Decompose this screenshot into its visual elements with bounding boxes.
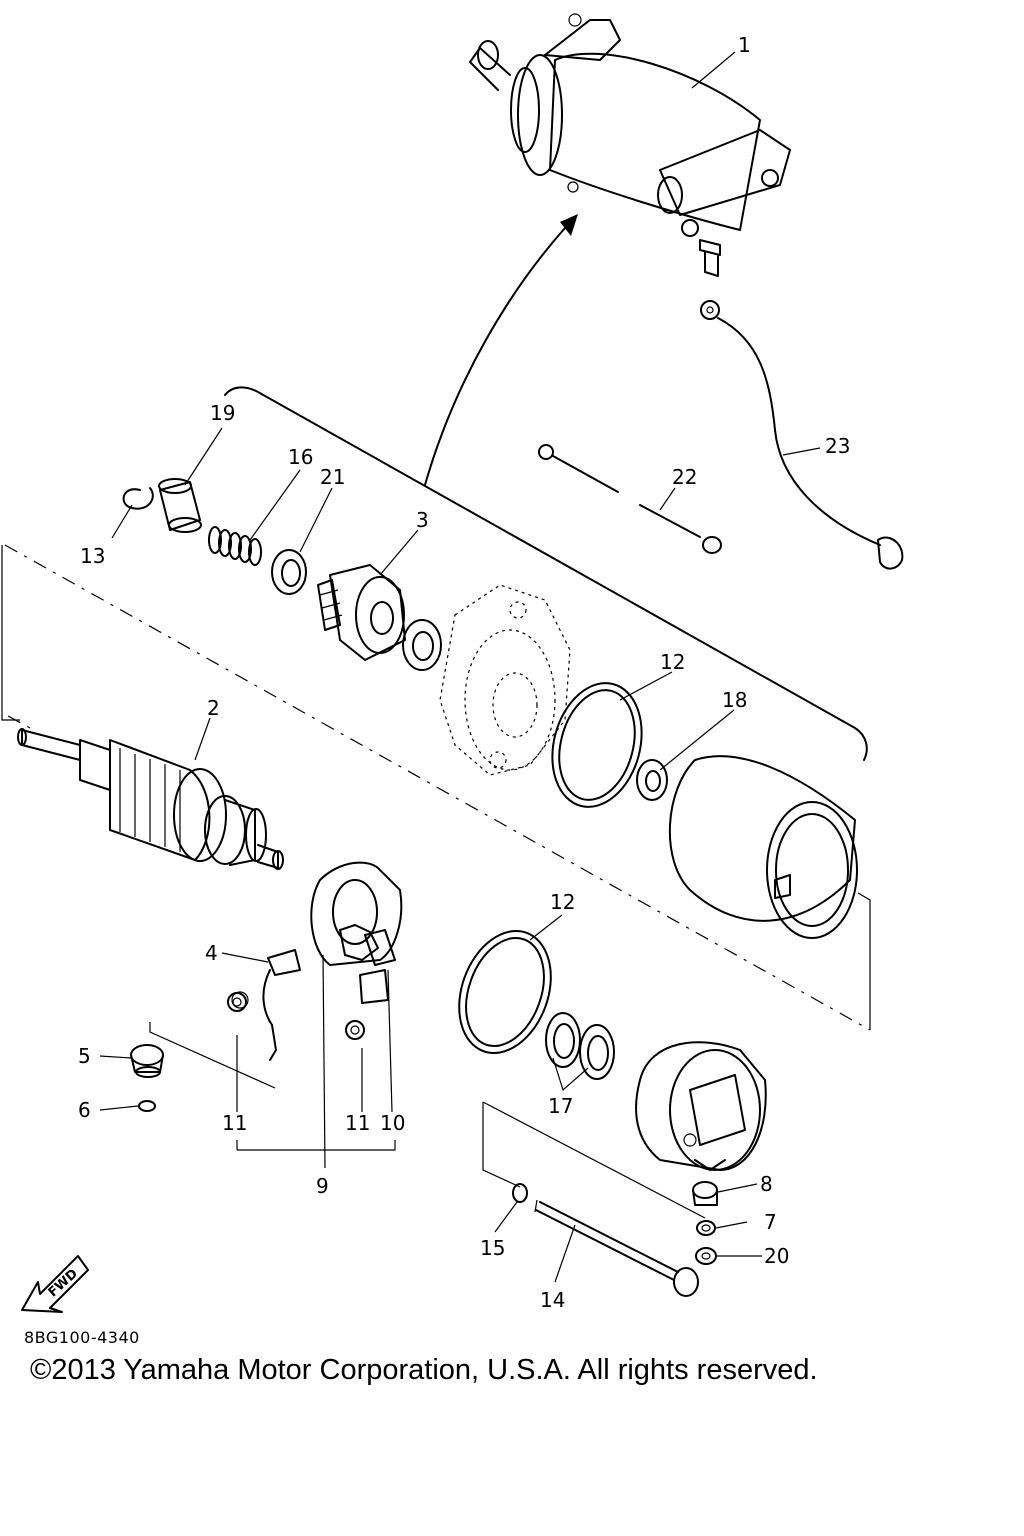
nut-20 — [695, 1247, 717, 1265]
callout-20: 20 — [764, 1244, 789, 1268]
screw-washers-11 — [227, 992, 365, 1040]
callout-12-lower: 12 — [550, 890, 575, 914]
callout-6: 6 — [78, 1098, 91, 1122]
washer-small — [402, 619, 442, 671]
copyright-notice: ©2013 Yamaha Motor Corporation, U.S.A. A… — [30, 1354, 818, 1386]
callout-14: 14 — [540, 1288, 565, 1312]
washer-6 — [138, 1100, 156, 1112]
callout-8: 8 — [760, 1172, 773, 1196]
nut-7 — [696, 1220, 716, 1236]
lead-wire-22 — [538, 444, 722, 554]
assembly-arrow — [424, 214, 578, 486]
callout-23: 23 — [825, 434, 850, 458]
callout-11-left: 11 — [222, 1111, 247, 1135]
callout-21: 21 — [320, 465, 345, 489]
callout-18: 18 — [722, 688, 747, 712]
washers-17 — [545, 1012, 615, 1092]
brush-4 — [231, 949, 301, 1061]
callout-4: 4 — [205, 941, 218, 965]
callout-labels: 1 2 3 4 5 6 7 8 9 10 11 11 11 12 12 13 1… — [78, 33, 850, 1312]
o-ring-12-upper — [551, 682, 643, 808]
through-bolt-14 — [534, 1199, 699, 1297]
callout-13: 13 — [80, 544, 105, 568]
callout-16: 16 — [288, 445, 313, 469]
callout-12-upper: 12 — [660, 650, 685, 674]
grommet-5 — [130, 1044, 164, 1078]
callout-10: 10 — [380, 1111, 405, 1135]
yoke-housing — [668, 755, 858, 939]
starter-motor-assembly — [469, 13, 791, 277]
front-bracket — [439, 584, 571, 776]
diagram-code: 8BG100-4340 — [24, 1328, 140, 1347]
rear-cover — [635, 1041, 767, 1171]
center-line — [4, 544, 871, 1031]
callout-17: 17 — [548, 1094, 573, 1118]
group-bracket-top — [224, 386, 868, 761]
callout-5: 5 — [78, 1044, 91, 1068]
callout-11-middle: 11 — [345, 1111, 370, 1135]
callout-15: 15 — [480, 1236, 505, 1260]
fwd-arrow-icon: FWD — [21, 1255, 89, 1313]
callout-19: 19 — [210, 401, 235, 425]
callout-9: 9 — [316, 1174, 329, 1198]
brush-plate — [310, 861, 403, 1004]
callout-3: 3 — [416, 508, 429, 532]
circlip-13 — [122, 487, 154, 510]
o-ring-12-lower — [458, 929, 552, 1055]
callout-2: 2 — [207, 696, 220, 720]
callout-1: 1 — [738, 33, 751, 57]
washer-18 — [636, 759, 668, 801]
callout-22: 22 — [672, 465, 697, 489]
armature-2 — [17, 728, 284, 870]
callout-7: 7 — [764, 1210, 777, 1234]
spring-16 — [208, 526, 262, 566]
o-ring-15 — [512, 1183, 528, 1203]
clutch-pinion-3 — [317, 564, 406, 661]
callout-leaders — [99, 51, 762, 1283]
lead-wire-23 — [700, 300, 904, 570]
washer-21 — [271, 549, 307, 595]
collar-19 — [158, 478, 202, 533]
grommet-8 — [692, 1181, 718, 1206]
